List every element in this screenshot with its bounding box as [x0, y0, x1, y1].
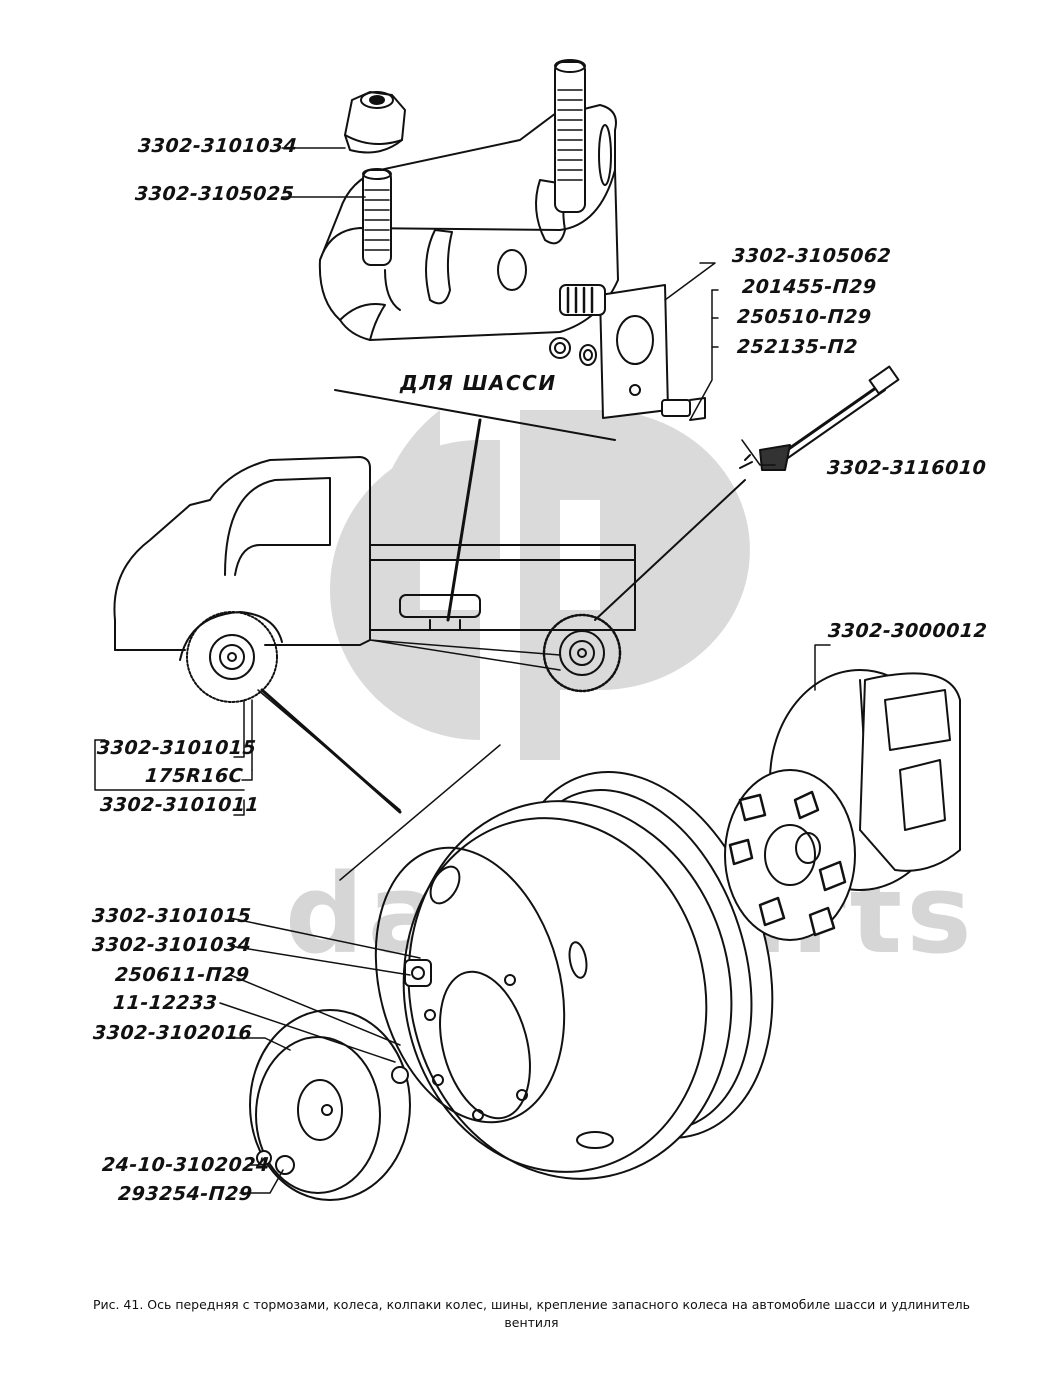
label-top-nut: 3302-3101034 — [137, 135, 299, 157]
label-truck-tire: 175R16C — [144, 765, 244, 787]
leader-valve-location — [594, 479, 746, 621]
label-bolt-b: 250510-П29 — [736, 306, 873, 328]
caption-line-2: вентиля — [504, 1315, 559, 1330]
nut-top — [344, 91, 406, 154]
hub-cap — [249, 1009, 411, 1201]
label-wheel-nut: 3302-3101034 — [91, 934, 253, 956]
wheel-rim — [374, 771, 774, 1180]
label-front-axle: 3302-3000012 — [827, 620, 989, 642]
front-axle-hub-brake — [724, 644, 961, 941]
stud-top-right — [554, 59, 586, 213]
caption-line-1: Рис. 41. Ось передняя с тормозами, колес… — [92, 1297, 971, 1312]
label-hub-cap: 3302-3102016 — [92, 1022, 254, 1044]
label-washer: 250611-П29 — [114, 964, 251, 986]
leader-wheel-to-truck — [339, 744, 501, 881]
subtitle-for-chassis: ДЛЯ ШАССИ — [400, 371, 557, 395]
valve-extension — [759, 365, 900, 471]
leader-bracket-location — [446, 418, 482, 622]
label-top-stud: 3302-3105025 — [134, 183, 296, 205]
figure-caption: Рис. 41. Ось передняя с тормозами, колес… — [20, 1296, 1043, 1332]
label-valve-extension: 3302-3116010 — [826, 457, 988, 479]
label-wheel-disc: 3302-3101015 — [91, 905, 253, 927]
leader-lines — [94, 147, 776, 1194]
label-cap-screw: 24-10-3102024 — [101, 1154, 271, 1176]
watermark-g-shape — [330, 440, 500, 740]
label-bolt-a: 201455-П29 — [741, 276, 878, 298]
label-truck-wheel-1: 3302-3101015 — [96, 737, 258, 759]
bracket-plate-and-bolt — [549, 284, 706, 421]
label-bracket: 3302-3105062 — [731, 245, 893, 267]
truck-front-wheel — [186, 611, 278, 703]
label-truck-wheel-2: 3302-3101011 — [99, 794, 261, 816]
wheel-nut-part — [404, 959, 432, 987]
label-cap-washer: 293254-П29 — [117, 1183, 254, 1205]
label-bolt-c: 252135-П2 — [736, 336, 859, 358]
truck-outline — [113, 456, 636, 671]
section-line — [334, 389, 616, 441]
label-clip: 11-12233 — [112, 992, 219, 1014]
truck-spare-wheel — [542, 613, 622, 693]
stud-left — [362, 168, 392, 266]
